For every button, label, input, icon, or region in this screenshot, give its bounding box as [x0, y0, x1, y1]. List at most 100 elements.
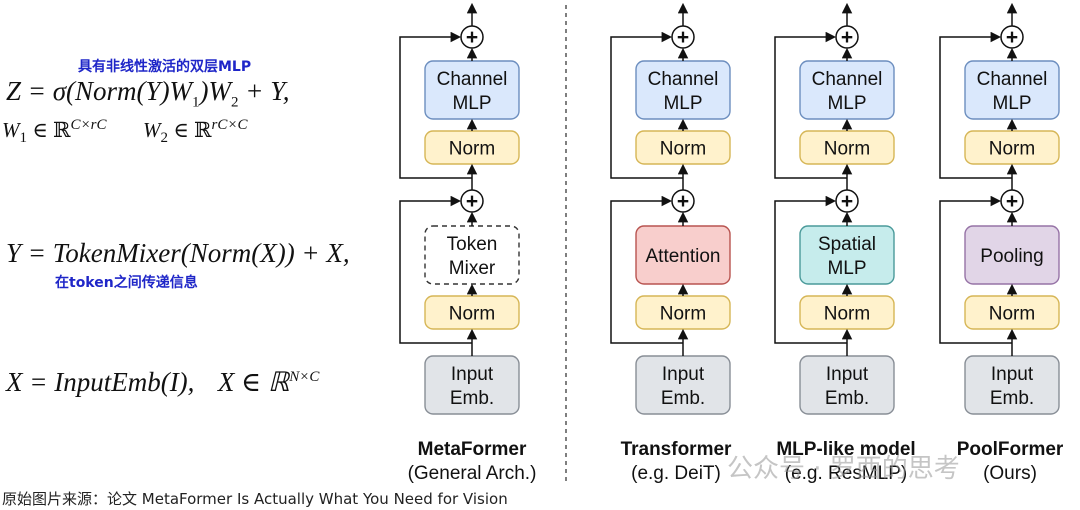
caption-sub-3: (e.g. ResMLP): [785, 463, 907, 484]
w1-set: ∈ ℝ: [27, 118, 71, 142]
watermark: 公众号 · 罗西的思考: [727, 454, 960, 484]
mlp-note: 具有非线性激活的双层MLP: [78, 59, 252, 75]
residual-add-lower-sign: +: [841, 190, 853, 213]
norm-block-lower-label: Norm: [660, 304, 706, 325]
attention-block-label: Attention: [646, 246, 721, 267]
x-exp: N×C: [289, 369, 320, 385]
residual-add-upper-sign: +: [841, 26, 853, 49]
z-equation: Z = σ(Norm(Y)W1)W2 + Y,: [6, 76, 290, 111]
w1-sub: 1: [19, 130, 28, 147]
residual-add-upper: +: [835, 25, 859, 49]
residual-skip-lower: [399, 195, 472, 344]
w1-symbol: W: [2, 118, 20, 142]
norm-block-lower: Norm: [635, 295, 731, 330]
residual-skip-upper: [610, 31, 683, 179]
norm-block-upper: Norm: [964, 130, 1060, 165]
caption-title-1: MetaFormer: [418, 439, 527, 460]
residual-add-upper: +: [671, 25, 695, 49]
w2-sub: 2: [160, 130, 168, 147]
z-sub1: 1: [192, 94, 200, 111]
norm-block-upper: Norm: [635, 130, 731, 165]
norm-block-upper: Norm: [799, 130, 895, 165]
w2-set: ∈ ℝ: [167, 118, 212, 142]
source-note: 原始图片来源：论文 MetaFormer Is Actually What Yo…: [2, 490, 508, 508]
spatial-mlp-block-label: MLP: [827, 258, 866, 279]
residual-skip-upper: [774, 31, 847, 179]
residual-skip-lower: [774, 195, 847, 344]
attention-block: Attention: [635, 225, 731, 285]
x-set: X ∈ ℝ: [217, 367, 290, 397]
w2-exp: rC×C: [211, 117, 248, 133]
z-eq-lhs: Z = σ(Norm(Y)W: [6, 76, 193, 106]
channel-mlp-block-label: MLP: [452, 93, 491, 114]
input-emb-block: InputEmb.: [424, 355, 520, 415]
norm-block-lower-label: Norm: [989, 304, 1035, 325]
caption-title-2: Transformer: [621, 439, 732, 460]
norm-block-upper-label: Norm: [824, 139, 870, 160]
caption-title-4: PoolFormer: [957, 439, 1064, 460]
input-emb-block-label: Input: [451, 364, 494, 385]
norm-block-lower: Norm: [799, 295, 895, 330]
norm-block-upper-label: Norm: [449, 139, 495, 160]
input-emb-block: InputEmb.: [635, 355, 731, 415]
token-mixer-block-label: Token: [447, 234, 498, 255]
residual-add-upper: +: [460, 25, 484, 49]
channel-mlp-block-label: Channel: [648, 69, 719, 90]
residual-add-upper-sign: +: [1006, 26, 1018, 49]
w2-symbol: W: [142, 118, 161, 142]
input-emb-block-label: Emb.: [450, 388, 494, 409]
x-eq-text: X = InputEmb(I),: [6, 367, 195, 397]
token-mixer-block: TokenMixer: [424, 225, 520, 285]
caption-sub-4: (Ours): [983, 463, 1037, 484]
norm-block-lower: Norm: [964, 295, 1060, 330]
pooling-block: Pooling: [964, 225, 1060, 285]
residual-skip-lower: [610, 195, 683, 344]
residual-skip-upper: [399, 31, 472, 179]
input-emb-block-label: Emb.: [661, 388, 705, 409]
residual-add-lower: +: [1000, 189, 1024, 213]
z-eq-rhs: + Y,: [238, 76, 290, 106]
z-sub2: 2: [231, 94, 239, 111]
input-emb-block: InputEmb.: [964, 355, 1060, 415]
channel-mlp-block-label: Channel: [437, 69, 508, 90]
residual-add-upper: +: [1000, 25, 1024, 49]
norm-block-upper-label: Norm: [989, 139, 1035, 160]
z-eq-mid: )W: [199, 76, 232, 106]
residual-add-upper-sign: +: [466, 26, 478, 49]
residual-add-lower: +: [460, 189, 484, 213]
caption-title-3: MLP-like model: [776, 439, 915, 460]
norm-block-lower-label: Norm: [449, 304, 495, 325]
input-emb-block-label: Emb.: [990, 388, 1034, 409]
residual-add-upper-sign: +: [677, 26, 689, 49]
input-emb-block-label: Input: [662, 364, 705, 385]
residual-skip-upper: [939, 31, 1012, 179]
caption-sub-2: (e.g. DeiT): [631, 463, 721, 484]
norm-block-upper-label: Norm: [660, 139, 706, 160]
residual-add-lower-sign: +: [466, 190, 478, 213]
norm-block-lower-label: Norm: [824, 304, 870, 325]
token-note: 在token之间传递信息: [55, 275, 198, 291]
input-emb-block-label: Emb.: [825, 388, 869, 409]
w-constraints: W1 ∈ ℝC×rC W2 ∈ ℝrC×C: [2, 117, 247, 147]
residual-add-lower-sign: +: [677, 190, 689, 213]
residual-skip-lower: [939, 195, 1012, 344]
x-equation: X = InputEmb(I), X ∈ ℝN×C: [6, 367, 319, 398]
w1-exp: C×rC: [70, 117, 107, 133]
channel-mlp-block-label: MLP: [663, 93, 702, 114]
token-mixer-block-label: Mixer: [449, 258, 496, 279]
residual-add-lower: +: [671, 189, 695, 213]
input-emb-block-label: Input: [991, 364, 1034, 385]
channel-mlp-block-label: MLP: [827, 93, 866, 114]
norm-block-lower: Norm: [424, 295, 520, 330]
input-emb-block: InputEmb.: [799, 355, 895, 415]
norm-block-upper: Norm: [424, 130, 520, 165]
